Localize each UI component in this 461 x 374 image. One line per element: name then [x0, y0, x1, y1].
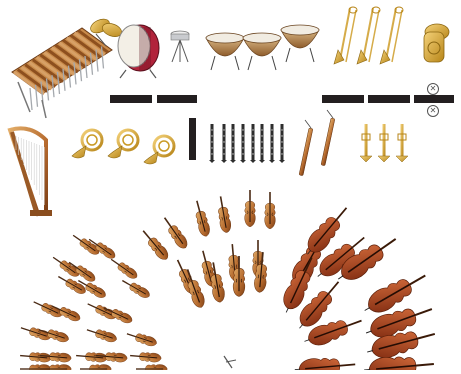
- section-bar: [157, 95, 197, 103]
- bass-drum-icon: [118, 25, 159, 78]
- violin-icon: [51, 254, 82, 279]
- violin-icon: [80, 365, 111, 370]
- violin-icon: [125, 329, 158, 347]
- violin-icon: [109, 256, 140, 281]
- conductor-baton-icon: [224, 356, 236, 368]
- section-bar: [368, 95, 410, 103]
- violin-icon: [265, 192, 276, 229]
- violin-icon: [20, 351, 52, 363]
- tuba-icon: [424, 24, 449, 62]
- oboe-icon: [250, 124, 256, 163]
- bassoon-icon: [321, 110, 335, 166]
- cello-icon: [294, 355, 356, 370]
- marimba-icon: [12, 28, 112, 118]
- violin-icon: [76, 351, 108, 363]
- timpani-icon: [243, 33, 281, 70]
- snare-drum-icon: [171, 31, 189, 62]
- violin-icon: [139, 227, 171, 262]
- violin-icon: [215, 195, 232, 233]
- violin-icon: [32, 298, 64, 319]
- clarinet-icon: [259, 124, 265, 163]
- clarinet-icon: [240, 124, 246, 163]
- french-horn-icon: [72, 130, 102, 158]
- violin-icon: [130, 351, 162, 363]
- trombone-icon: [380, 7, 403, 64]
- french-horn-icon: [108, 130, 138, 158]
- clarinet-icon: [209, 124, 215, 163]
- bassoon-icon: [299, 120, 313, 176]
- harp-icon: [10, 128, 52, 216]
- violin-icon: [192, 199, 212, 237]
- close-icon[interactable]: ✕: [427, 105, 439, 117]
- timpani-icon: [281, 25, 319, 62]
- oboe-icon: [230, 124, 236, 163]
- trumpet-icon: [396, 124, 408, 162]
- trumpet-icon: [378, 124, 390, 162]
- flute-icon: [269, 124, 275, 163]
- violin-icon: [120, 277, 152, 300]
- flute-icon: [221, 124, 227, 163]
- violin-icon: [245, 190, 256, 227]
- timpani-icon: [206, 33, 244, 70]
- double-bass-icon: [363, 353, 435, 370]
- section-bar: [322, 95, 364, 103]
- section-bar: [110, 95, 152, 103]
- section-divider: [189, 118, 196, 160]
- violin-icon: [85, 325, 118, 343]
- violin-icon: [136, 365, 167, 370]
- violin-icon: [160, 215, 190, 251]
- french-horn-icon: [144, 136, 174, 164]
- section-bar: [414, 95, 454, 103]
- trombone-icon: [334, 7, 357, 64]
- flute-icon: [279, 124, 285, 163]
- trumpet-icon: [360, 124, 372, 162]
- close-icon[interactable]: ✕: [427, 83, 439, 95]
- trombone-icon: [357, 7, 380, 64]
